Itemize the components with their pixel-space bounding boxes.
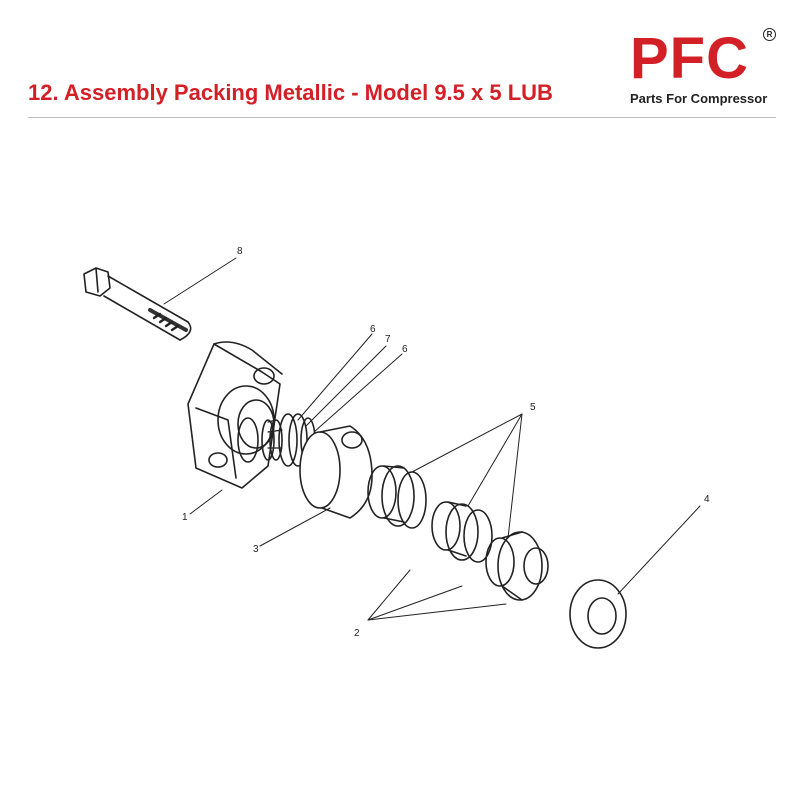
callout-8: 8 bbox=[237, 246, 243, 257]
registered-mark-icon: R bbox=[763, 28, 776, 41]
logo-tagline: Parts For Compressor bbox=[630, 91, 768, 106]
callout-4: 4 bbox=[704, 494, 710, 505]
header-divider bbox=[28, 117, 776, 118]
washer bbox=[569, 579, 627, 649]
packing-rings bbox=[367, 465, 549, 601]
leader-lines bbox=[163, 257, 701, 621]
callout-6-upper: 6 bbox=[370, 324, 376, 335]
housing-cylinder bbox=[299, 425, 373, 519]
hex-bolt bbox=[83, 267, 192, 341]
pfc-logo: PFC R Parts For Compressor bbox=[630, 28, 780, 110]
logo-letters: PFC bbox=[630, 26, 749, 91]
callout-7: 7 bbox=[385, 334, 391, 345]
small-rings bbox=[261, 413, 316, 467]
callout-6-lower: 6 bbox=[402, 344, 408, 355]
callout-2: 2 bbox=[354, 628, 360, 639]
callout-3: 3 bbox=[253, 544, 259, 555]
page-title: 12. Assembly Packing Metallic - Model 9.… bbox=[28, 80, 553, 105]
callout-5: 5 bbox=[530, 402, 536, 413]
flange bbox=[187, 341, 283, 489]
callout-1: 1 bbox=[182, 512, 188, 523]
